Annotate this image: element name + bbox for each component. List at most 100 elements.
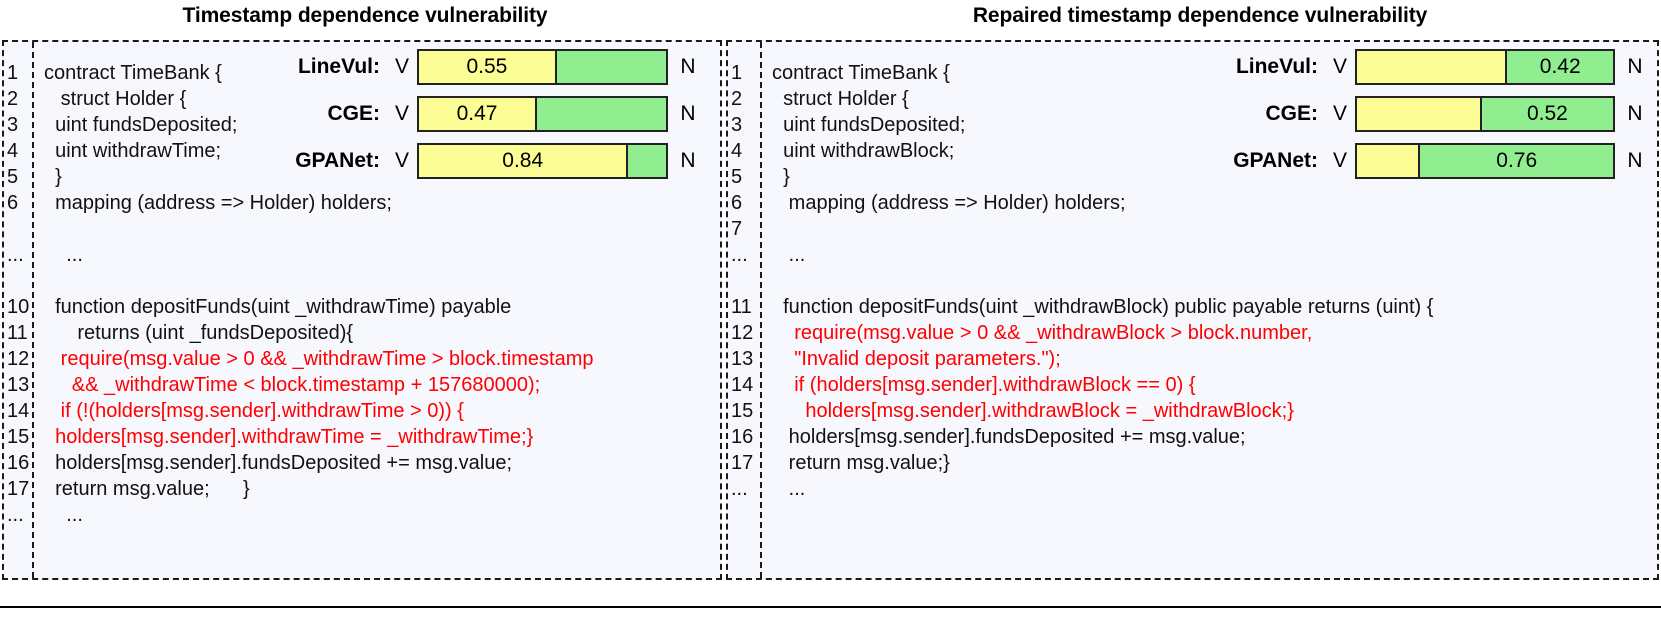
code-line: } — [44, 166, 62, 188]
line-number — [728, 528, 760, 554]
axis-label-vulnerable: V — [1332, 55, 1347, 78]
line-number: 16 — [731, 426, 754, 448]
bar-model-label: CGE: — [1265, 102, 1319, 125]
bar-model-label: CGE: — [327, 102, 381, 125]
bar-value-label: 0.55 — [466, 55, 508, 78]
bar-value-label: 0.76 — [1496, 149, 1538, 172]
bar-value-label: 0.47 — [456, 102, 498, 125]
bar-model-label: LineVul: — [1235, 55, 1318, 78]
axis-label-vulnerable: V — [1332, 102, 1347, 125]
line-number: ... — [7, 244, 24, 266]
code-line — [44, 528, 720, 554]
line-number: 12 — [731, 322, 754, 344]
bar-model-label: GPANet: — [295, 149, 380, 172]
code-line: return msg.value;} — [772, 452, 950, 474]
bar-value-label: 0.42 — [1539, 55, 1581, 78]
line-number: 11 — [7, 322, 28, 344]
axis-label-vulnerable: V — [394, 149, 409, 172]
code-line: holders[msg.sender].fundsDeposited += ms… — [772, 426, 1246, 448]
line-number: 12 — [7, 348, 30, 370]
line-number: 1 — [7, 62, 19, 84]
line-number: 4 — [731, 140, 743, 162]
code-line: function depositFunds(uint _withdrawTime… — [44, 296, 512, 318]
line-number: ... — [731, 478, 748, 500]
code-line: uint withdrawTime; — [44, 140, 222, 162]
line-number: 1 — [731, 62, 743, 84]
code-line: function depositFunds(uint _withdrawBloc… — [772, 296, 1434, 318]
line-number: 17 — [731, 452, 754, 474]
line-number — [728, 502, 760, 528]
line-number — [4, 216, 32, 242]
line-number: 6 — [731, 192, 743, 214]
left-code-area: contract TimeBank { struct Holder { uint… — [34, 42, 720, 578]
bar-track: 0.52 — [1355, 96, 1615, 132]
bar-segment-vulnerable — [1357, 145, 1419, 177]
line-number: 4 — [7, 140, 19, 162]
bar-segment-not-vulnerable: 0.76 — [1418, 145, 1613, 177]
code-line — [772, 502, 1657, 528]
line-number: 17 — [7, 478, 30, 500]
bar-track: 0.47 — [417, 96, 668, 132]
code-line: struct Holder { — [44, 88, 187, 110]
line-number: 11 — [731, 296, 752, 318]
bar-track: 0.76 — [1355, 143, 1615, 179]
axis-label-vulnerable: V — [394, 55, 409, 78]
code-line: holders[msg.sender].fundsDeposited += ms… — [44, 452, 513, 474]
code-line — [44, 216, 720, 242]
bar-track: 0.42 — [1355, 49, 1615, 85]
code-line-highlighted: holders[msg.sender].withdrawBlock = _wit… — [772, 400, 1294, 422]
axis-label-not-vulnerable: N — [1627, 102, 1643, 125]
line-number: 13 — [7, 374, 30, 396]
right-panel-title: Repaired timestamp dependence vulnerabil… — [972, 4, 1428, 27]
bar-track: 0.55 — [417, 49, 668, 85]
axis-label-not-vulnerable: N — [1627, 149, 1643, 172]
code-line: uint withdrawBlock; — [772, 140, 955, 162]
axis-label-not-vulnerable: N — [680, 55, 696, 78]
line-number: 15 — [731, 400, 754, 422]
bar-segment-vulnerable: 0.55 — [419, 51, 555, 83]
line-number: 14 — [7, 400, 30, 422]
line-number: 3 — [731, 114, 743, 136]
code-line: mapping (address => Holder) holders; — [772, 192, 1126, 214]
bar-segment-vulnerable — [1357, 51, 1506, 83]
code-line: contract TimeBank { — [772, 62, 950, 84]
code-line-highlighted: require(msg.value > 0 && _withdrawTime >… — [44, 348, 594, 370]
panel-titles: Timestamp dependence vulnerability Repai… — [0, 0, 1661, 40]
bar-row: GPANet: V 0.84 N — [252, 142, 701, 180]
code-line-highlighted: && _withdrawTime < block.timestamp + 157… — [44, 374, 541, 396]
code-line: uint fundsDeposited; — [772, 114, 966, 136]
bar-model-label: GPANet: — [1233, 149, 1318, 172]
bar-segment-vulnerable — [1357, 98, 1480, 130]
bar-track: 0.84 — [417, 143, 668, 179]
code-line: ... — [772, 478, 806, 500]
bar-value-label: 0.52 — [1526, 102, 1568, 125]
right-code-area: contract TimeBank { struct Holder { uint… — [762, 42, 1657, 578]
line-number: 5 — [731, 166, 743, 188]
bar-row: CGE: V 0.52 N — [1190, 95, 1648, 133]
axis-label-not-vulnerable: N — [680, 102, 696, 125]
axis-label-vulnerable: V — [1332, 149, 1347, 172]
axis-label-not-vulnerable: N — [680, 149, 696, 172]
line-number: 2 — [7, 88, 19, 110]
code-line: returns (uint _fundsDeposited){ — [44, 322, 354, 344]
line-number: 10 — [7, 296, 30, 318]
bar-segment-vulnerable: 0.84 — [419, 145, 627, 177]
code-line: ... — [44, 244, 83, 266]
bar-segment-vulnerable: 0.47 — [419, 98, 536, 130]
line-number: 7 — [731, 218, 743, 240]
bar-value-label: 0.84 — [502, 149, 544, 172]
line-number: 16 — [7, 452, 30, 474]
bar-segment-not-vulnerable — [626, 145, 666, 177]
line-number: 6 — [7, 192, 19, 214]
code-line — [772, 528, 1657, 554]
line-number — [4, 268, 32, 294]
code-line: struct Holder { — [772, 88, 909, 110]
code-line: uint fundsDeposited; — [44, 114, 238, 136]
